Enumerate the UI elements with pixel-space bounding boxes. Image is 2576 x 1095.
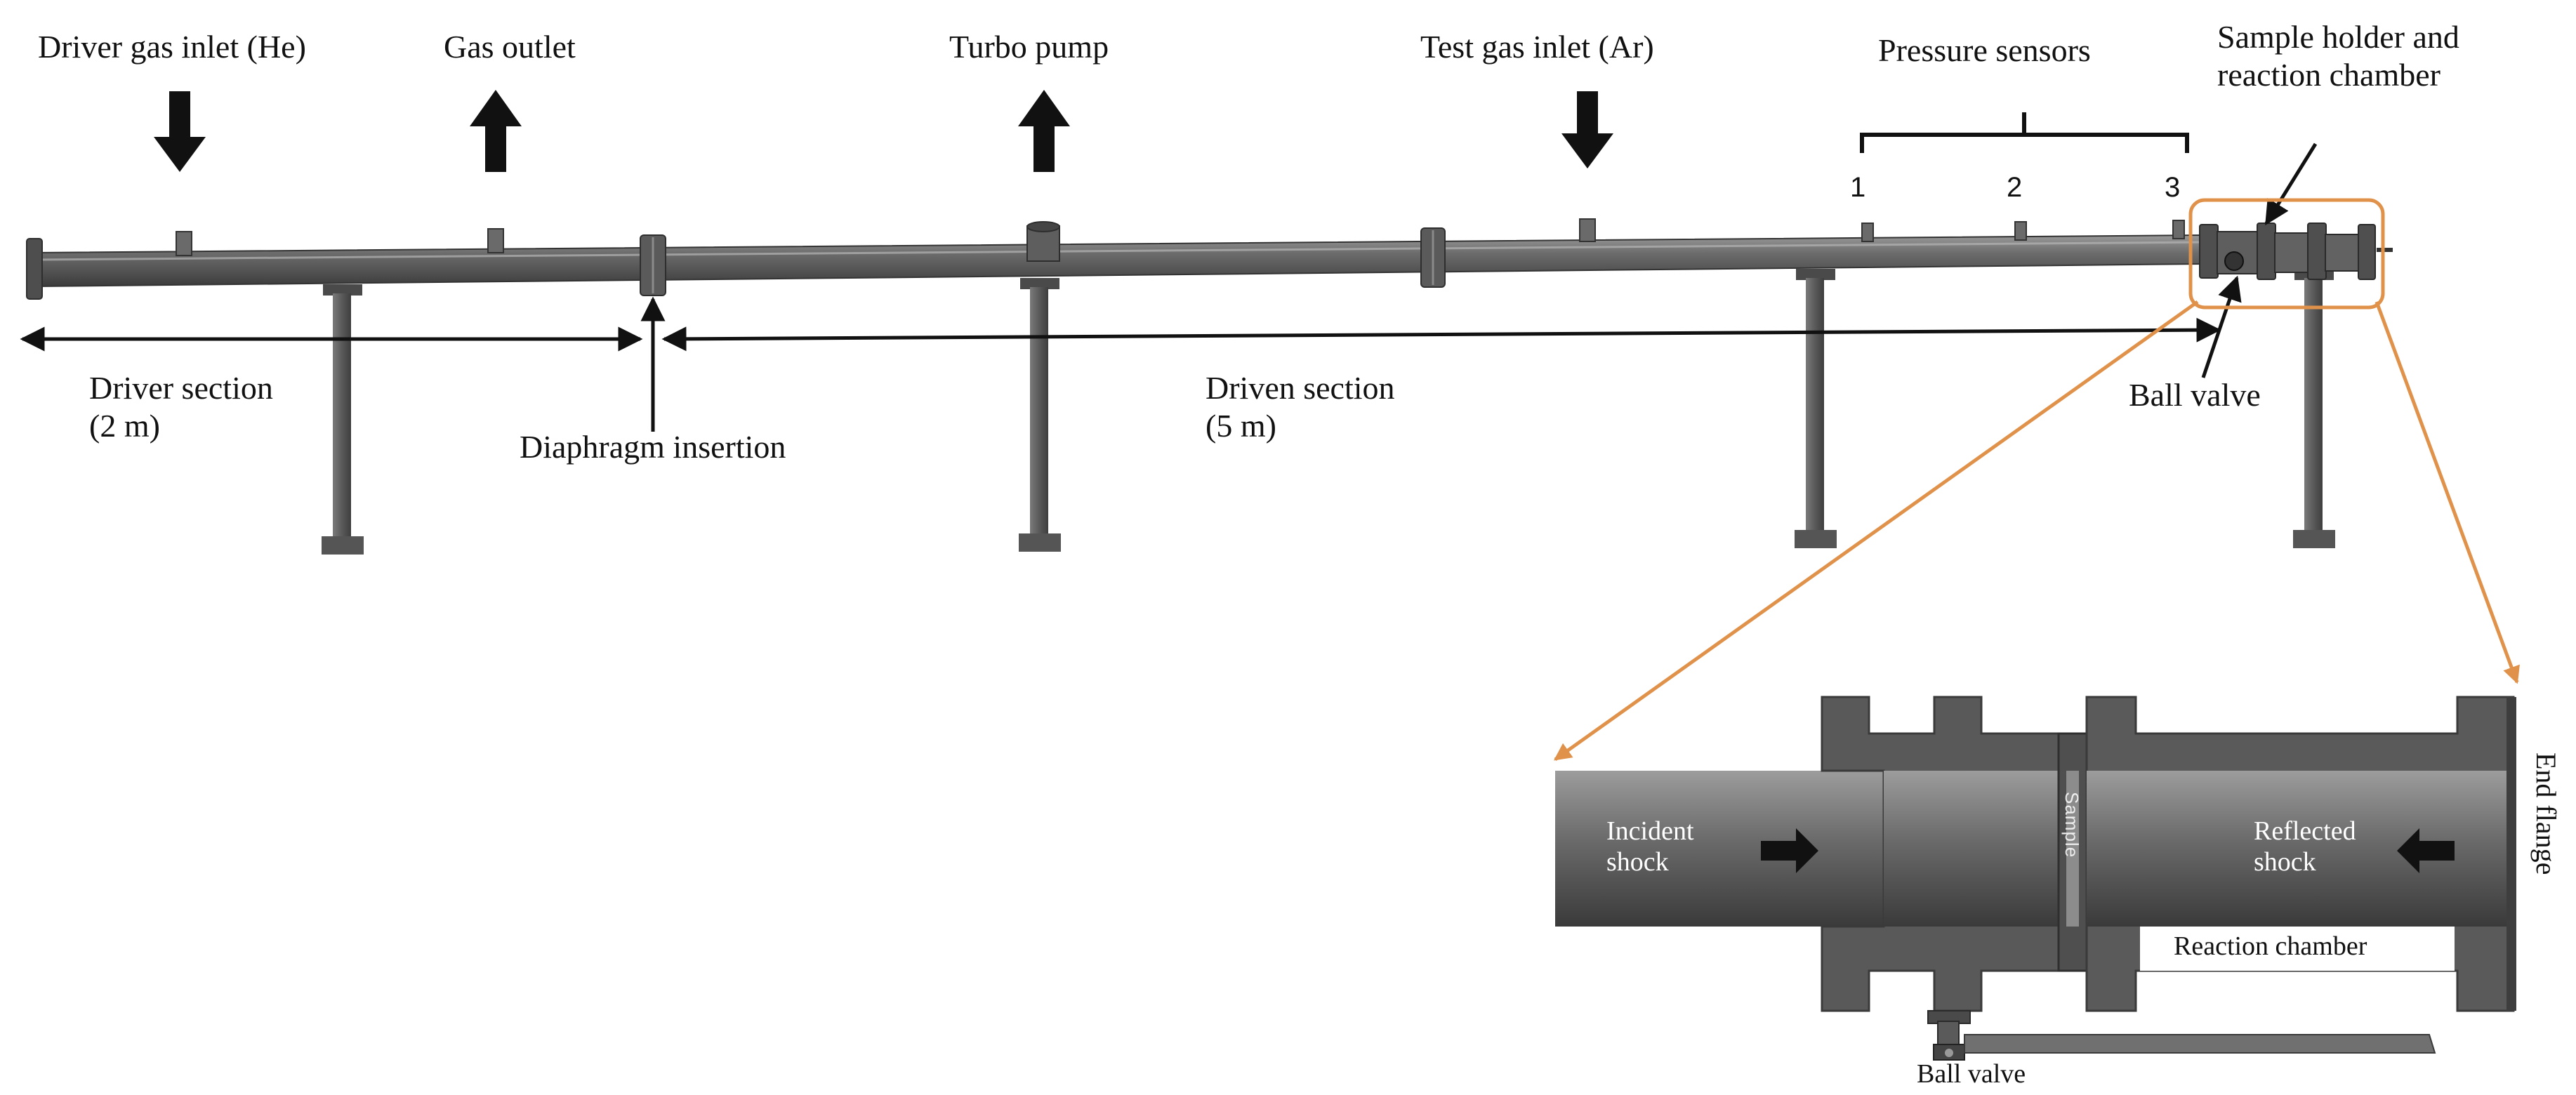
sample-holder-label: Sample holder and reaction chamber: [2217, 19, 2459, 93]
driven-section-label: Driven section (5 m): [1206, 370, 1395, 444]
right-arrow-icon: [1761, 828, 1818, 873]
driver-gas-port: [176, 231, 192, 256]
turbo-pump-label: Turbo pump: [949, 29, 1109, 65]
incident-shock-label: Incident shock: [1606, 816, 1694, 877]
zoom-highlight-box: [2188, 198, 2385, 310]
down-arrow-icon: [154, 91, 206, 172]
pressure-sensors-label: Pressure sensors: [1878, 32, 2091, 68]
up-arrow-icon: [470, 90, 522, 172]
ball-valve-label: Ball valve: [2129, 377, 2261, 413]
support-leg: [1795, 269, 1837, 548]
sample-label: Sample: [2061, 792, 2082, 858]
pressure-sensors-bracket: [1860, 112, 2189, 153]
reaction-chamber-label: Reaction chamber: [2174, 931, 2367, 961]
inset-ball-valve-label: Ball valve: [1917, 1059, 2026, 1089]
support-leg: [322, 284, 364, 555]
diaphragm-flange: [640, 234, 666, 296]
turbo-pump-port: [1026, 221, 1060, 262]
driver-end-cap: [26, 238, 43, 300]
gas-outlet-port: [487, 228, 504, 253]
test-gas-inlet-label: Test gas inlet (Ar): [1420, 29, 1654, 65]
sensor-number: 1: [1850, 172, 1866, 203]
pressure-sensor-port: [2014, 221, 2027, 241]
reflected-shock-label: Reflected shock: [2254, 816, 2356, 877]
shock-tube: [26, 218, 2393, 300]
inset-cross-section: [1555, 696, 2516, 1061]
test-gas-port: [1579, 218, 1596, 242]
reaction-chamber-assembly: [2199, 223, 2393, 280]
inset-reaction-window: [2140, 927, 2455, 971]
gas-outlet-label: Gas outlet: [444, 29, 576, 65]
pressure-sensor-port: [2172, 220, 2185, 239]
sensor-number: 2: [2007, 172, 2023, 203]
left-arrow-icon: [2397, 828, 2455, 873]
end-flange-label: End flange: [2530, 752, 2562, 875]
sample-holder-pointer: [2264, 142, 2318, 225]
gas-flow-arrows: [154, 90, 1613, 172]
inset-end-flange: [2506, 697, 2516, 1011]
sensor-number: 3: [2165, 172, 2181, 203]
inset-incident-tube: [1555, 771, 1885, 927]
support-leg: [2293, 269, 2335, 548]
middle-flange: [1420, 227, 1446, 288]
down-arrow-icon: [1561, 91, 1613, 168]
driven-section-arrow: [661, 317, 2221, 352]
ball-valve-pointer: [2201, 275, 2242, 378]
tube-body: [34, 234, 2202, 288]
up-arrow-icon: [1018, 90, 1070, 172]
pressure-sensor-port: [1861, 223, 1874, 242]
zoom-line-left: [1553, 300, 2199, 762]
support-leg: [1019, 278, 1061, 552]
driver-section-label: Driver section (2 m): [89, 370, 273, 444]
inset-ball-valve: [1927, 1010, 2436, 1061]
diaphragm-insertion-label: Diaphragm insertion: [520, 429, 786, 465]
zoom-line-right: [2374, 301, 2520, 684]
driver-gas-inlet-label: Driver gas inlet (He): [38, 29, 306, 65]
